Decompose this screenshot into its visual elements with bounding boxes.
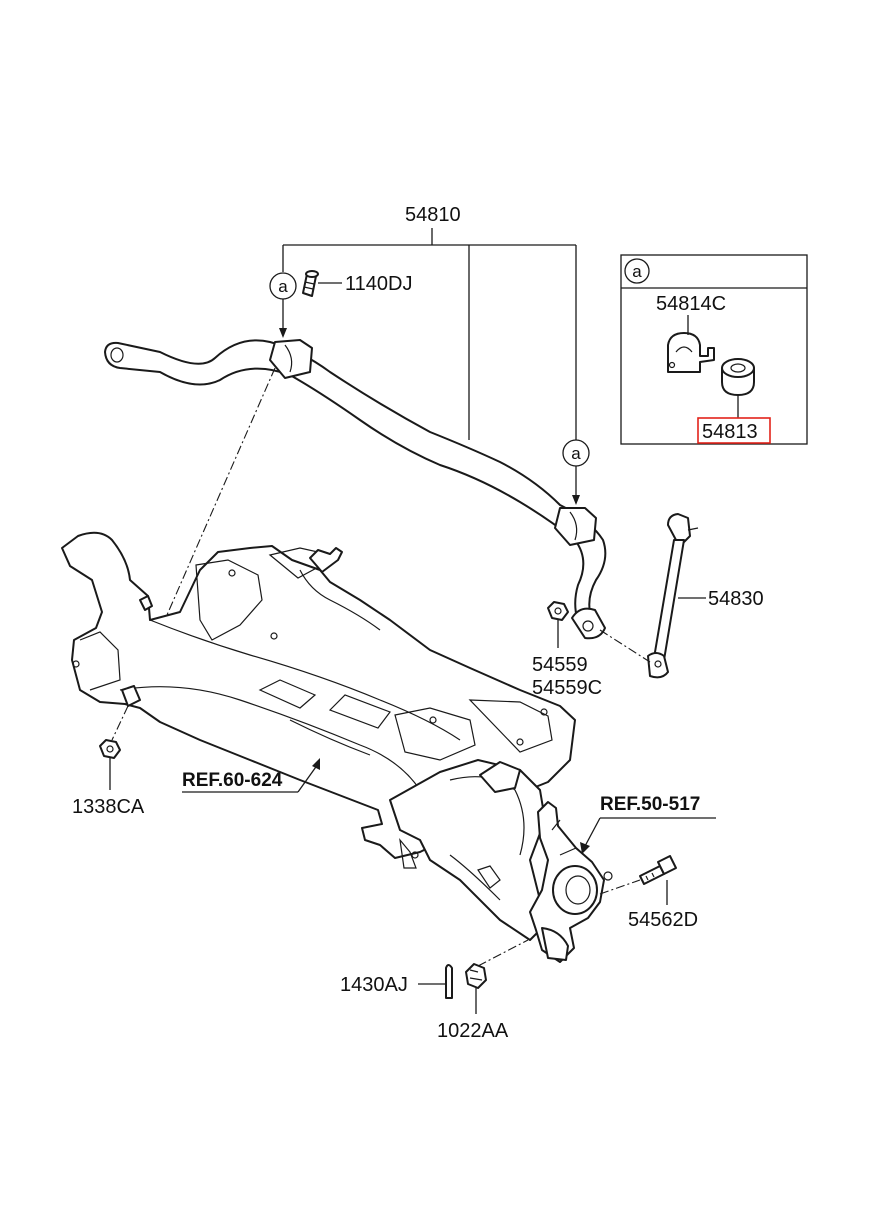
label-1338CA: 1338CA xyxy=(72,796,145,818)
callout-a-right-text: a xyxy=(571,444,581,463)
knuckle xyxy=(529,801,613,963)
stabilizer-link-54830 xyxy=(647,513,699,679)
leader-54810: 54810 xyxy=(282,204,577,440)
bracket-54814C-icon xyxy=(667,332,715,373)
bolt-54562D-icon xyxy=(639,855,677,885)
label-54562D: 54562D xyxy=(628,909,698,931)
label-54559: 54559 xyxy=(532,654,588,676)
ref-60-624: REF.60-624 xyxy=(182,758,320,793)
label-1140DJ: 1140DJ xyxy=(345,273,412,295)
ref-50-517: REF.50-517 xyxy=(580,794,716,854)
bolt-1140DJ-icon xyxy=(302,270,319,297)
castle-nut-1022AA-icon xyxy=(465,963,487,989)
cotter-pin-1430AJ-icon xyxy=(445,964,453,999)
bushing-54813-icon xyxy=(721,358,755,396)
callout-a-inset xyxy=(624,258,650,284)
highlight-box-54813 xyxy=(697,417,771,444)
label-54559C: 54559C xyxy=(532,677,602,699)
nut-1338CA-icon xyxy=(99,739,121,759)
label-ref-60-624: REF.60-624 xyxy=(182,770,283,791)
stabilizer-bar xyxy=(104,339,607,640)
nut-54559-icon xyxy=(547,601,569,621)
callout-a-left-text: a xyxy=(278,277,288,296)
label-54814C: 54814C xyxy=(656,293,726,315)
label-54830: 54830 xyxy=(708,588,764,610)
label-1430AJ: 1430AJ xyxy=(340,974,408,996)
label-54813: 54813 xyxy=(702,421,758,443)
label-54810: 54810 xyxy=(405,204,461,226)
label-ref-50-517: REF.50-517 xyxy=(600,794,700,815)
inset-box: a 54814C 54813 xyxy=(620,254,808,445)
callout-a-inset-text: a xyxy=(632,262,642,281)
label-1022AA: 1022AA xyxy=(437,1020,509,1042)
